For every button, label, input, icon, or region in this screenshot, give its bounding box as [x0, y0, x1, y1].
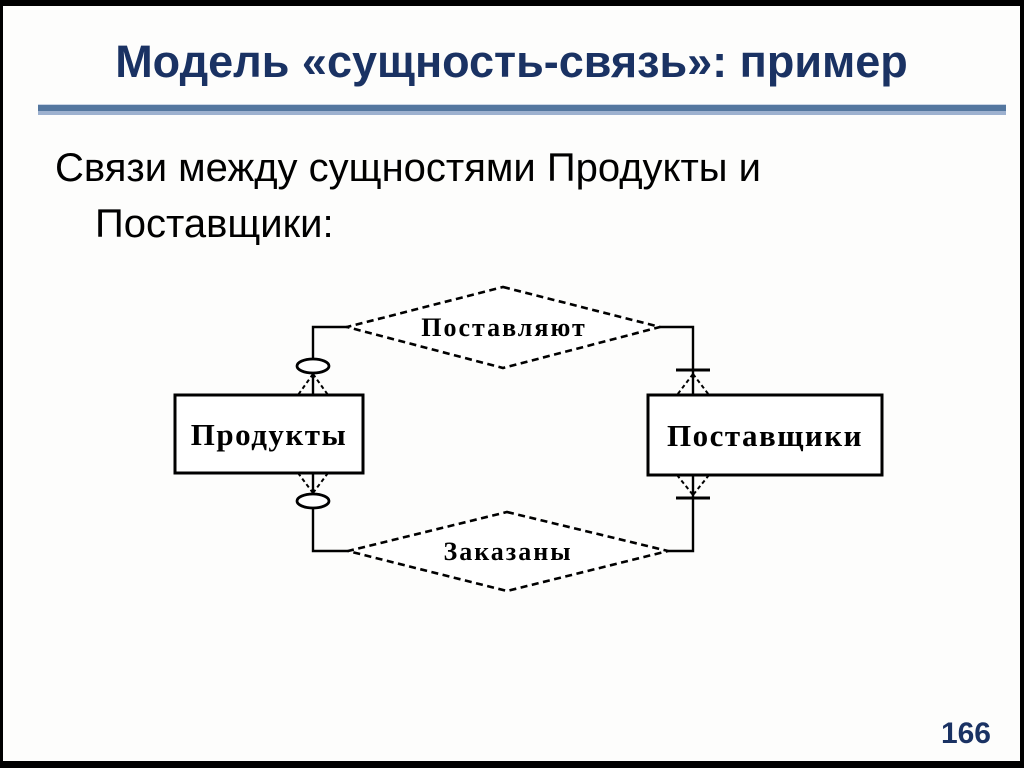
cardinality-circle-bottom-left	[295, 492, 331, 510]
body-text-line-1: Связи между сущностями Продукты и	[55, 146, 762, 190]
entity-suppliers: Поставщики	[646, 393, 884, 477]
cardinality-circle-top-left	[295, 357, 331, 375]
relationship-bottom: Заказаны	[347, 510, 669, 593]
title-underline-rule	[38, 104, 1006, 115]
relationship-top: Поставляют	[341, 285, 661, 370]
body-text-line-2: Поставщики:	[95, 202, 334, 246]
connector-top-right	[660, 325, 710, 396]
entity-products: Продукты	[173, 393, 365, 475]
connector-bottom-right	[668, 474, 710, 553]
page-title: Модель «сущность-связь»: пример	[115, 36, 908, 87]
relationship-bottom-label: Заказаны	[443, 537, 572, 566]
slide: Модель «сущность-связь»: пример Связи ме…	[3, 6, 1020, 761]
entity-suppliers-label: Поставщики	[667, 418, 863, 453]
relationship-top-label: Поставляют	[421, 313, 587, 342]
connector-bottom-left	[295, 472, 348, 553]
entity-suppliers-box	[646, 393, 884, 477]
relationship-top-diamond	[341, 285, 661, 370]
connector-top-left	[295, 325, 347, 396]
entity-products-box	[173, 393, 365, 475]
entity-products-label: Продукты	[191, 417, 347, 452]
relationship-bottom-diamond	[347, 510, 669, 593]
page-number: 166	[940, 717, 991, 750]
er-diagram: Поставляют Заказаны Продукты Поставщики	[173, 285, 884, 593]
